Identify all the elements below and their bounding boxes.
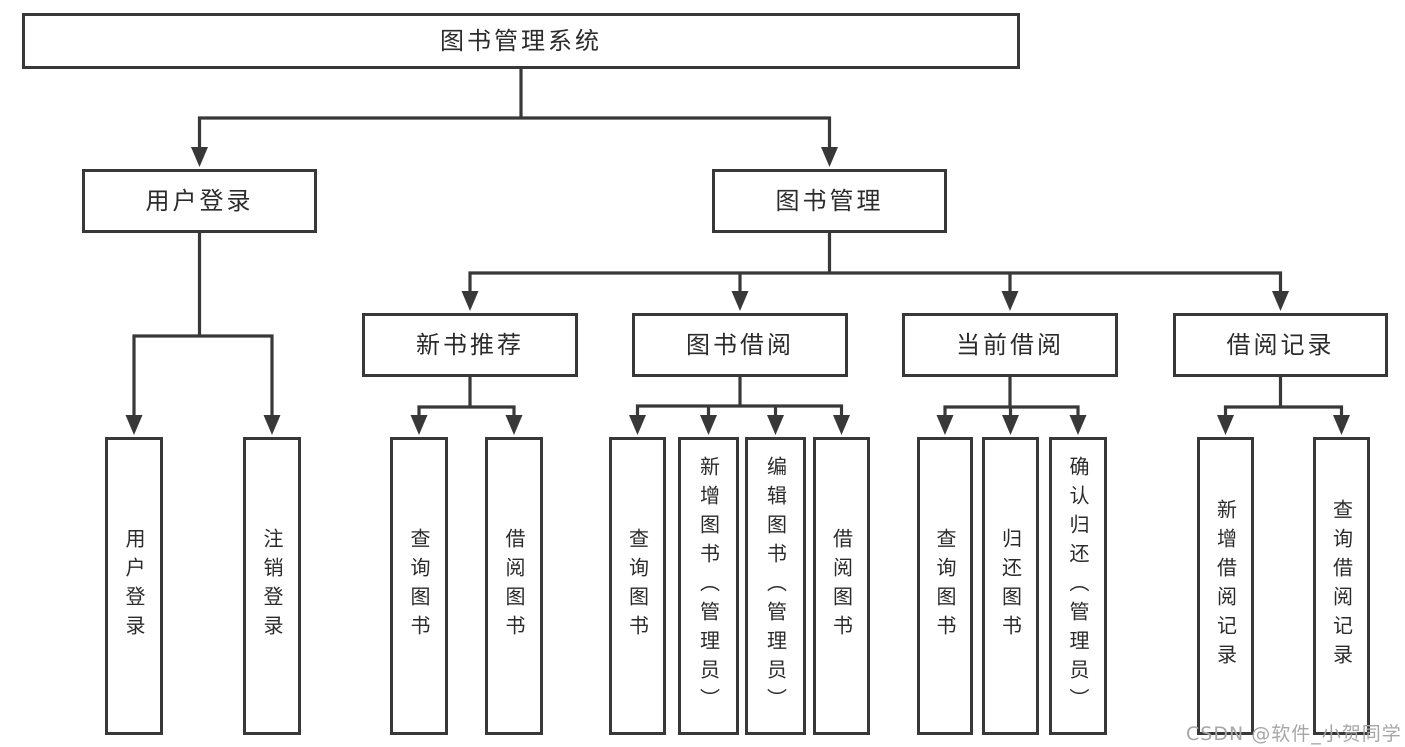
node-current-borrow-label: 当前借阅	[956, 331, 1064, 359]
leaf-borrow-add-book: 新增图书（管理员）	[678, 437, 739, 735]
branch-new-book-recommend	[410, 375, 523, 435]
node-root: 图书管理系统	[22, 13, 1020, 69]
node-new-book-recommend: 新书推荐	[362, 313, 578, 377]
leaf-borrow-borrow-book-label: 借阅图书	[829, 528, 854, 644]
leaf-borrow-borrow-book: 借阅图书	[813, 437, 870, 735]
node-user-login: 用户登录	[82, 169, 317, 233]
leaf-borrow-edit-book-label: 编辑图书（管理员）	[763, 455, 788, 717]
node-book-borrow: 图书借阅	[632, 313, 848, 377]
branch-borrow-record	[1217, 375, 1350, 435]
leaf-borrow-query-book: 查询图书	[609, 437, 666, 735]
leaf-current-confirm-return: 确认归还（管理员）	[1049, 437, 1107, 735]
leaf-logout: 注销登录	[243, 437, 301, 735]
node-root-label: 图书管理系统	[440, 27, 602, 55]
branch-book-management	[461, 231, 1289, 311]
leaf-borrow-add-book-label: 新增图书（管理员）	[696, 455, 721, 717]
leaf-record-add-label: 新增借阅记录	[1213, 499, 1238, 673]
branch-book-borrow	[629, 375, 850, 435]
leaf-recommend-query-book-label: 查询图书	[407, 528, 431, 644]
branch-current-borrow	[936, 375, 1087, 435]
leaf-recommend-borrow-book: 借阅图书	[485, 437, 543, 735]
node-borrow-record-label: 借阅记录	[1226, 331, 1335, 359]
leaf-user-login: 用户登录	[105, 437, 163, 735]
node-book-borrow-label: 图书借阅	[686, 331, 794, 359]
leaf-record-query-label: 查询借阅记录	[1329, 499, 1354, 673]
leaf-current-confirm-return-label: 确认归还（管理员）	[1066, 455, 1090, 717]
node-current-borrow: 当前借阅	[902, 313, 1118, 377]
leaf-recommend-query-book: 查询图书	[390, 437, 448, 735]
leaf-user-login-label: 用户登录	[122, 528, 146, 644]
leaf-recommend-borrow-book-label: 借阅图书	[502, 528, 526, 644]
leaf-record-add: 新增借阅记录	[1197, 437, 1254, 735]
branch-user-login	[125, 231, 281, 435]
node-book-management: 图书管理	[712, 169, 947, 233]
leaf-current-query-book: 查询图书	[917, 437, 973, 735]
leaf-borrow-edit-book: 编辑图书（管理员）	[745, 437, 806, 735]
node-book-management-label: 图书管理	[775, 187, 884, 215]
watermark: CSDN @软件_小贺同学	[1186, 723, 1402, 745]
node-user-login-label: 用户登录	[145, 187, 254, 215]
node-new-book-recommend-label: 新书推荐	[416, 331, 524, 359]
leaf-borrow-query-book-label: 查询图书	[625, 528, 650, 644]
leaf-current-return-book-label: 归还图书	[998, 528, 1023, 644]
branch-root	[191, 67, 838, 167]
leaf-logout-label: 注销登录	[260, 528, 284, 644]
node-borrow-record: 借阅记录	[1173, 313, 1388, 377]
leaf-current-query-book-label: 查询图书	[933, 528, 957, 644]
leaf-current-return-book: 归还图书	[982, 437, 1039, 735]
leaf-record-query: 查询借阅记录	[1313, 437, 1370, 735]
